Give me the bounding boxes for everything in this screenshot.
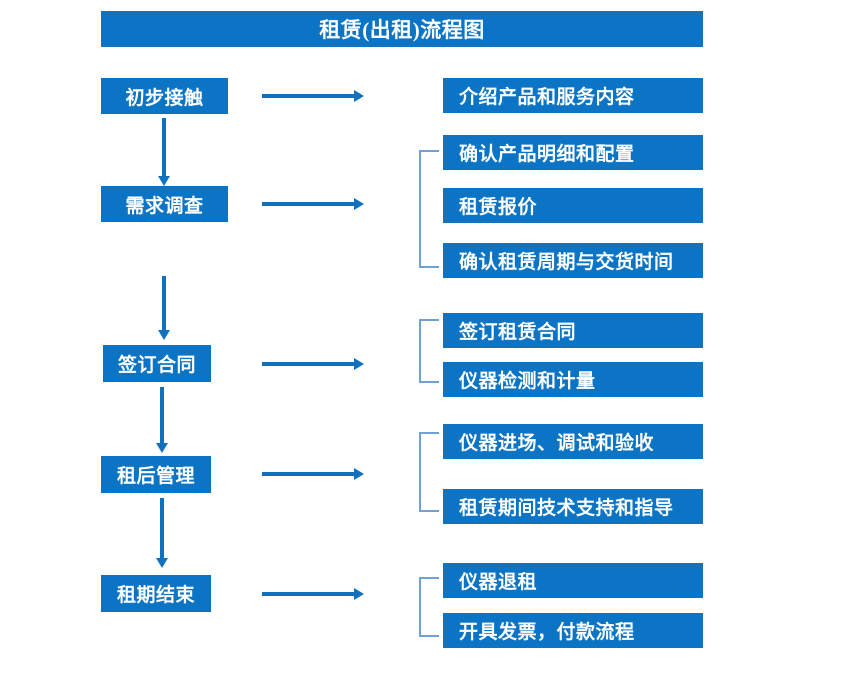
detail-box-4-1[interactable]: 仪器进场、调试和验收 [443,424,703,459]
arrow-head [354,468,364,480]
stage-arrow-right-5 [262,586,364,602]
detail-box-5-2[interactable]: 开具发票，付款流程 [443,613,703,648]
diagram-title: 租赁(出租)流程图 [101,11,703,47]
detail-box-2-2[interactable]: 租赁报价 [443,188,703,223]
arrow-head [158,330,170,340]
arrow-shaft [262,362,354,366]
arrow-shaft [162,276,166,330]
arrow-shaft [262,94,354,98]
arrow-shaft [160,498,164,558]
stage-arrow-right-1 [262,88,364,104]
arrow-head [158,176,170,186]
arrow-shaft [262,472,354,476]
detail-box-3-1[interactable]: 签订租赁合同 [443,313,703,348]
arrow-shaft [262,592,354,596]
stage-box-5[interactable]: 租期结束 [101,575,211,612]
stage-arrow-down-2 [156,276,172,340]
stage-box-1[interactable]: 初步接触 [101,78,228,114]
detail-box-3-2[interactable]: 仪器检测和计量 [443,362,703,397]
arrow-head [156,443,168,453]
arrow-shaft [162,118,166,176]
stage-arrow-right-3 [262,356,364,372]
stage-arrow-right-4 [262,466,364,482]
group-bracket-2 [419,150,439,268]
stage-box-4[interactable]: 租后管理 [101,456,211,493]
stage-arrow-down-4 [154,498,170,568]
stage-box-2[interactable]: 需求调查 [101,186,228,222]
arrow-head [156,558,168,568]
arrow-shaft [160,387,164,443]
arrow-head [354,588,364,600]
detail-box-1-1[interactable]: 介绍产品和服务内容 [443,78,703,113]
stage-arrow-down-1 [156,118,172,186]
detail-box-2-1[interactable]: 确认产品明细和配置 [443,135,703,170]
group-bracket-3 [419,319,439,383]
stage-box-3[interactable]: 签订合同 [103,345,211,382]
arrow-head [354,90,364,102]
stage-arrow-right-2 [262,196,364,212]
group-bracket-4 [419,432,439,512]
group-bracket-5 [419,577,439,637]
detail-box-2-3[interactable]: 确认租赁周期与交货时间 [443,243,703,278]
arrow-head [354,358,364,370]
arrow-shaft [262,202,354,206]
detail-box-5-1[interactable]: 仪器退租 [443,563,703,598]
detail-box-4-2[interactable]: 租赁期间技术支持和指导 [443,489,703,524]
arrow-head [354,198,364,210]
stage-arrow-down-3 [154,387,170,453]
